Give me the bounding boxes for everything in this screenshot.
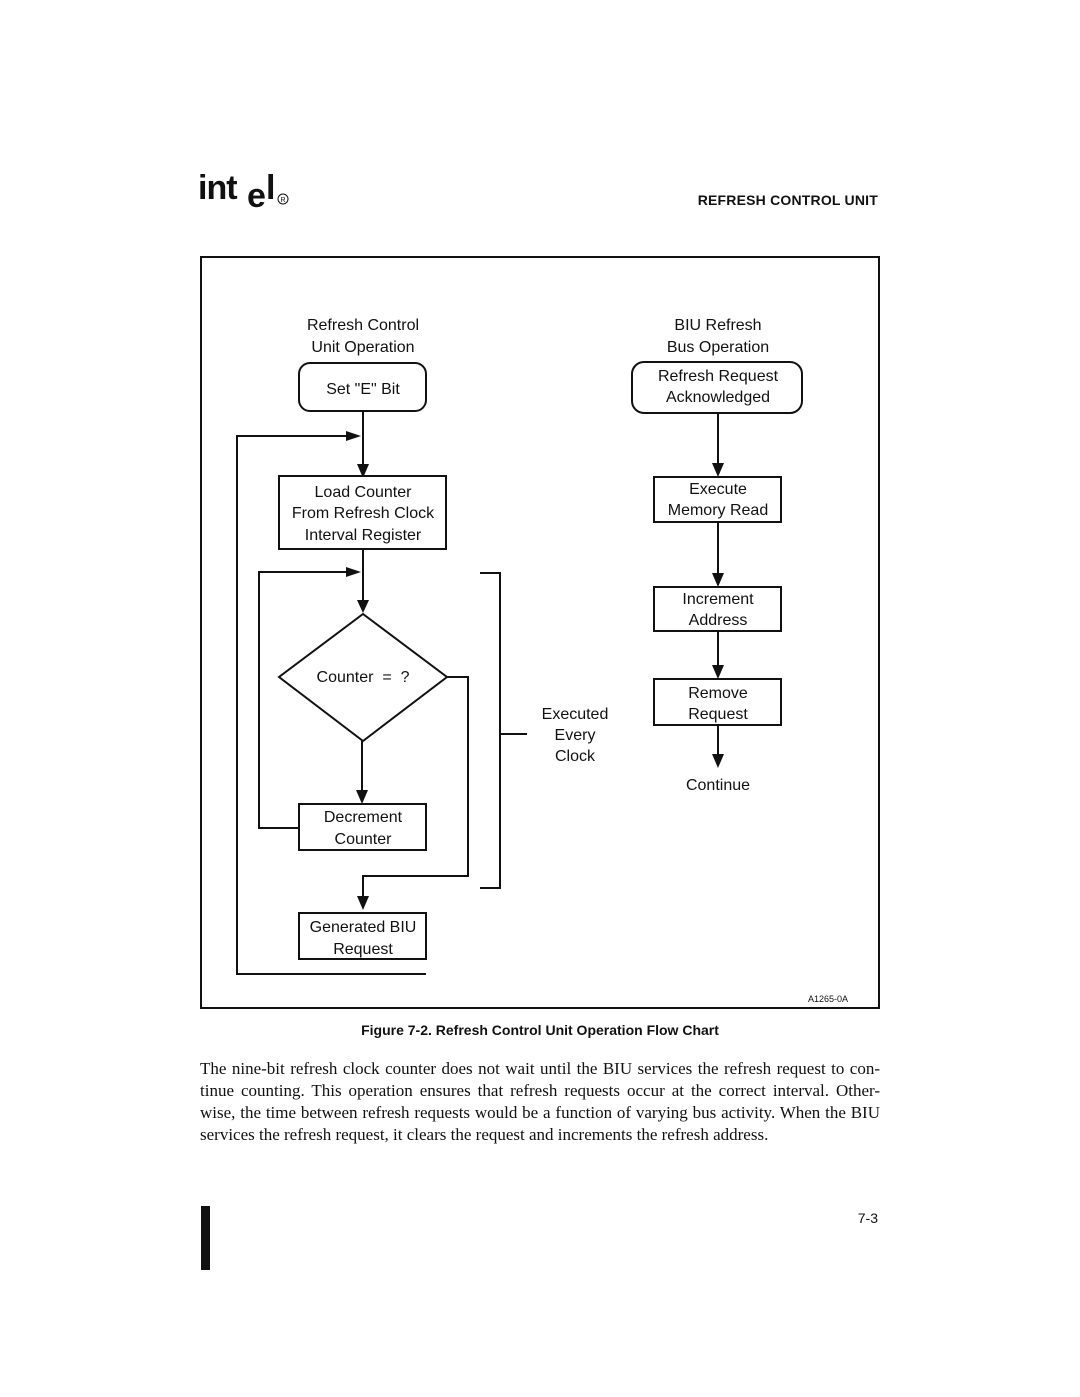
svg-text:e: e: [247, 177, 266, 215]
generated-biu-request-box: [298, 912, 427, 960]
decrement-line1: Decrement: [324, 809, 403, 826]
execute-line2: Memory Read: [668, 502, 768, 519]
increment-line2: Address: [689, 612, 748, 629]
left-column-title-line1: Refresh Control: [307, 317, 419, 334]
set-e-bit-label: Set "E" Bit: [326, 381, 400, 398]
bracket-label-line3: Clock: [555, 748, 596, 765]
outer-loop-line: [236, 435, 426, 975]
counter-decision-label: Counter = ?: [317, 669, 410, 686]
figure-frame: [200, 256, 880, 1009]
change-bar: [201, 1206, 210, 1270]
svg-text:int: int: [198, 169, 237, 207]
arrowhead: [357, 464, 369, 478]
continue-label: Continue: [686, 777, 750, 794]
load-counter-line3: Interval Register: [305, 527, 422, 544]
arrowhead: [357, 896, 369, 910]
increment-line1: Increment: [682, 591, 754, 608]
body-paragraph: The nine-bit refresh clock counter does …: [200, 1059, 880, 1144]
remove-line1: Remove: [688, 685, 748, 702]
intel-logo: int e l R: [198, 169, 289, 215]
arrowhead: [712, 463, 724, 477]
right-column-title-line1: BIU Refresh: [674, 317, 761, 334]
generated-biu-line1: Generated BIU: [310, 919, 417, 936]
remove-line2: Request: [688, 706, 748, 723]
increment-address-box: [653, 586, 782, 632]
executed-every-clock-bracket: [480, 572, 501, 889]
remove-request-box: [653, 678, 782, 726]
execute-line1: Execute: [689, 481, 747, 498]
arrowhead: [357, 600, 369, 613]
load-counter-line1: Load Counter: [315, 484, 413, 501]
figure-caption: Figure 7-2. Refresh Control Unit Operati…: [361, 1022, 719, 1038]
arrowhead: [346, 567, 361, 577]
section-title: REFRESH CONTROL UNIT: [697, 192, 878, 208]
load-counter-line2: From Refresh Clock: [292, 505, 435, 522]
decision-exit-line: [362, 676, 469, 896]
load-counter-box: [278, 475, 447, 550]
generated-biu-line2: Request: [333, 941, 393, 958]
flow-chart-figure: Refresh Control Unit Operation Set "E" B…: [200, 256, 880, 1009]
page-number: 7-3: [857, 1210, 878, 1226]
left-column-title-line2: Unit Operation: [311, 339, 414, 356]
refresh-ack-line1: Refresh Request: [658, 368, 779, 385]
arrowhead: [712, 573, 724, 587]
right-column-title-line2: Bus Operation: [667, 339, 769, 356]
execute-memory-read-box: [653, 476, 782, 523]
arrowhead: [712, 665, 724, 679]
bracket-label-line1: Executed: [542, 706, 609, 723]
inner-loop-line: [258, 571, 348, 829]
decrement-line2: Counter: [335, 831, 393, 848]
arrowhead: [712, 754, 724, 768]
refresh-ack-line2: Acknowledged: [666, 389, 770, 406]
figure-id: A1265-0A: [808, 994, 848, 1004]
decrement-counter-box: [298, 803, 427, 851]
bracket-label-line2: Every: [555, 727, 596, 744]
svg-text:R: R: [281, 197, 286, 204]
arrowhead: [356, 790, 368, 804]
arrowhead: [346, 431, 361, 441]
svg-text:l: l: [266, 169, 275, 207]
